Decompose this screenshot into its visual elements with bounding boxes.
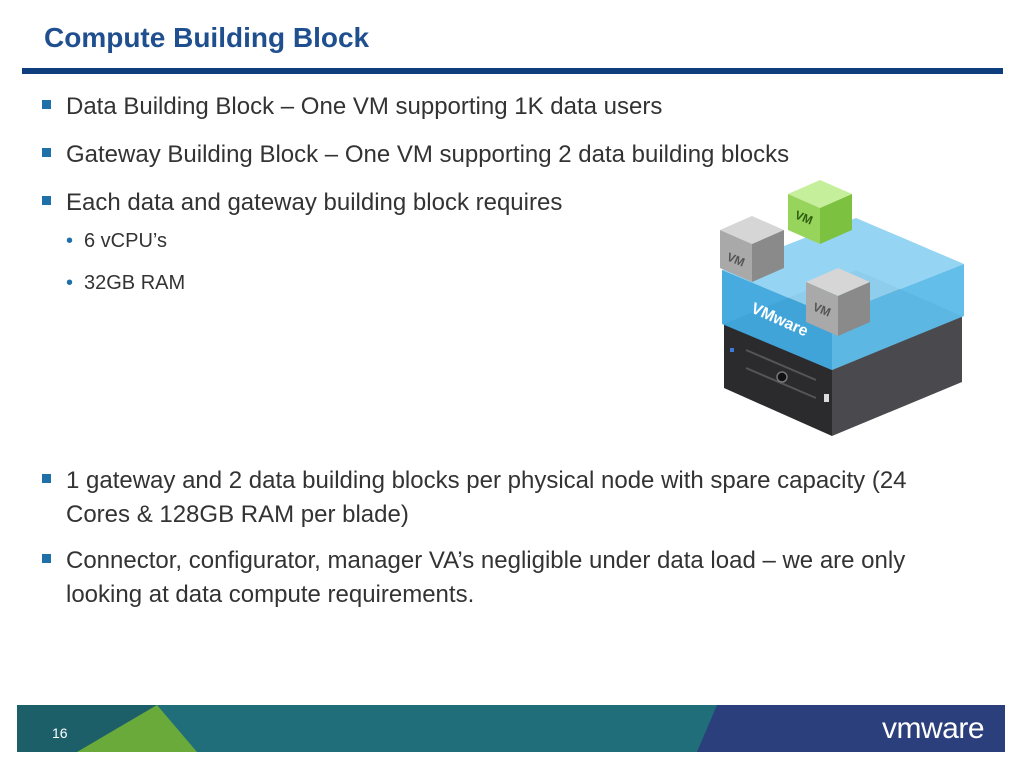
vm-label: VM	[793, 208, 815, 228]
footer-bar	[17, 705, 1005, 752]
sub-bullet-item: • 32GB RAM	[40, 268, 980, 298]
bullet-list: Data Building Block – One VM supporting …	[40, 90, 980, 612]
square-bullet-icon	[42, 474, 51, 483]
page-number: 16	[52, 725, 68, 741]
vm-label: VM	[811, 300, 833, 320]
bullet-item: Connector, configurator, manager VA’s ne…	[40, 544, 986, 612]
power-led-icon	[730, 348, 734, 352]
vmware-server-illustration: VM VM VM VMware	[716, 174, 966, 444]
sub-bullet-text: 32GB RAM	[84, 272, 186, 294]
vm-cube-green	[788, 180, 852, 244]
square-bullet-icon	[42, 100, 51, 109]
dot-bullet-icon: •	[66, 272, 74, 294]
dot-bullet-icon: •	[66, 230, 74, 252]
vm-cube-gray-left	[720, 216, 784, 282]
bullet-text: Gateway Building Block – One VM supporti…	[66, 141, 790, 168]
bullet-item: 1 gateway and 2 data building blocks per…	[40, 464, 946, 532]
square-bullet-icon	[42, 196, 51, 205]
square-bullet-icon	[42, 554, 51, 563]
bullet-item: Data Building Block – One VM supporting …	[40, 90, 980, 124]
slide-title: Compute Building Block	[44, 22, 370, 53]
vmware-logo: vmware	[882, 712, 985, 745]
title-rule	[22, 68, 1003, 74]
vm-label: VM	[725, 250, 747, 270]
square-bullet-icon	[42, 148, 51, 157]
bullet-text: Each data and gateway building block req…	[66, 189, 563, 216]
bullet-text: Data Building Block – One VM supporting …	[66, 93, 663, 120]
bullet-item: Gateway Building Block – One VM supporti…	[40, 138, 980, 172]
vm-cube-gray-right	[806, 268, 870, 336]
bullet-text: 1 gateway and 2 data building blocks per…	[66, 467, 907, 528]
bullet-item: Each data and gateway building block req…	[40, 186, 980, 220]
sub-bullet-text: 6 vCPU’s	[84, 230, 167, 252]
bullet-text: Connector, configurator, manager VA’s ne…	[66, 547, 906, 608]
sub-bullet-item: • 6 vCPU’s	[40, 226, 980, 256]
